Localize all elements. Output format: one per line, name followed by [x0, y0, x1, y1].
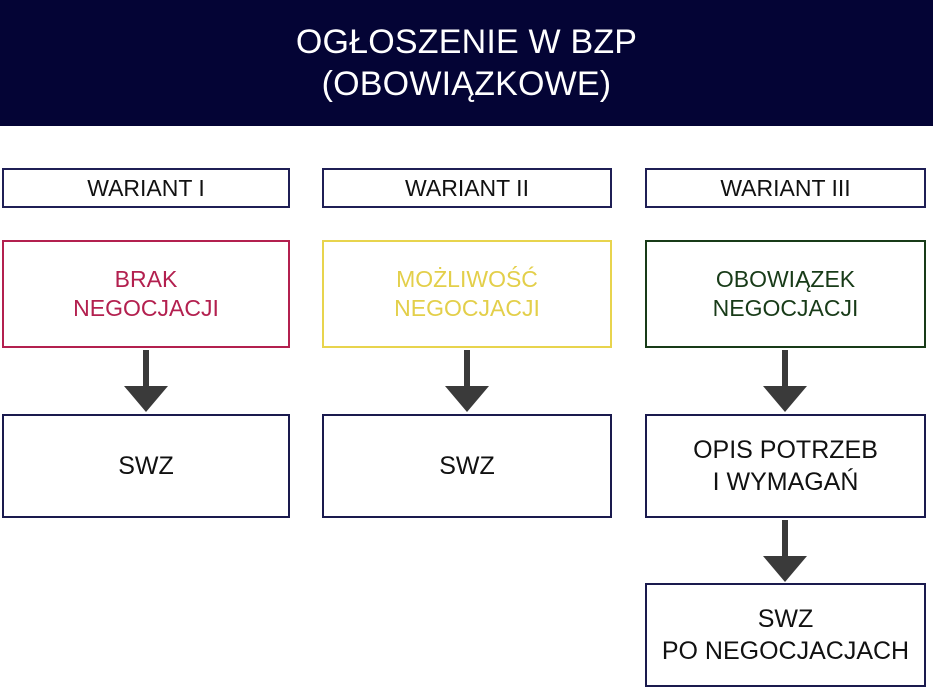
- diagram-title-line-2: (OBOWIĄZKOWE): [321, 65, 612, 103]
- concept-box-3-line-1: OBOWIĄZEK: [715, 266, 856, 292]
- concept-box-1-line-1: BRAK: [114, 266, 178, 292]
- concept-box-brak-negocjacji: BRAK NEGOCJACJI: [2, 240, 290, 348]
- outcome-box-swz-column-2: SWZ: [322, 414, 612, 518]
- variant-header-1: WARIANT I: [2, 168, 290, 208]
- concept-box-1-line-2: NEGOCJACJI: [73, 295, 219, 321]
- outcome-box-opis-potrzeb: OPIS POTRZEB I WYMAGAŃ: [645, 414, 926, 518]
- diagram-title-line-1: OGŁOSZENIE W BZP: [295, 23, 638, 61]
- arrow-down-column-3-lower: [763, 520, 807, 582]
- arrow-down-column-2: [445, 350, 489, 412]
- outcome-box-3-line-1: OPIS POTRZEB: [693, 436, 878, 464]
- outcome-box-4-line-1: SWZ: [757, 605, 814, 633]
- outcome-box-swz-po-negocjacjach: SWZ PO NEGOCJACJACH: [645, 583, 926, 687]
- diagram-title-banner: OGŁOSZENIE W BZP (OBOWIĄZKOWE): [0, 0, 933, 126]
- arrow-down-column-1: [124, 350, 168, 412]
- outcome-box-4-line-2: PO NEGOCJACJACH: [661, 637, 910, 665]
- concept-box-3-line-2: NEGOCJACJI: [712, 295, 859, 321]
- concept-box-mozliwosc-negocjacji: MOŻLIWOŚĆ NEGOCJACJI: [322, 240, 612, 348]
- outcome-box-swz-column-1: SWZ: [2, 414, 290, 518]
- arrow-down-column-3-upper: [763, 350, 807, 412]
- variant-header-1-label: WARIANT I: [87, 175, 205, 201]
- variant-header-2-label: WARIANT II: [405, 175, 529, 201]
- concept-box-2-line-2: NEGOCJACJI: [394, 295, 540, 321]
- variant-header-2: WARIANT II: [322, 168, 612, 208]
- outcome-box-3-line-2: I WYMAGAŃ: [712, 468, 859, 496]
- outcome-box-1-line-1: SWZ: [118, 452, 174, 480]
- outcome-box-2-line-1: SWZ: [439, 452, 495, 480]
- concept-box-2-line-1: MOŻLIWOŚĆ: [396, 266, 538, 292]
- concept-box-obowiazek-negocjacji: OBOWIĄZEK NEGOCJACJI: [645, 240, 926, 348]
- variant-header-3: WARIANT III: [645, 168, 926, 208]
- variant-header-3-label: WARIANT III: [720, 175, 851, 201]
